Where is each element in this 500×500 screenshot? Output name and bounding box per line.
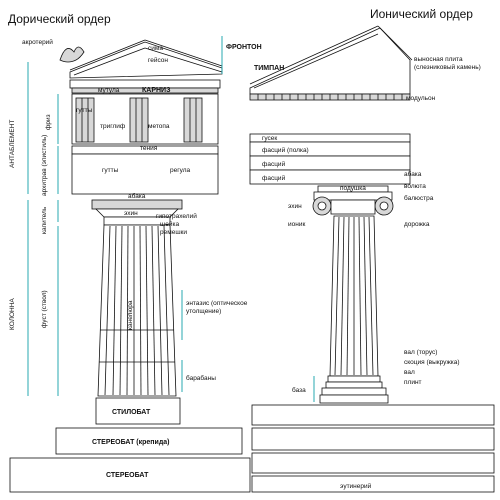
label-skotsiya: скоция (выкружка) [404,359,460,366]
doric-left-brackets [27,62,59,396]
ionic-plinth [319,394,389,404]
label-gipotrakheliy: гипотрахелий [156,212,197,220]
label-fust: фуст (ствол) [41,290,48,328]
label-abaka-ionic: абака [404,170,422,178]
akroterion-ornament [59,46,85,63]
ionic-euthynteria [251,475,495,493]
ionic-step-1 [251,404,495,426]
label-arkhitrav: архитрав (эпистиль) [41,135,48,196]
label-podushka: подушка [340,185,366,192]
ionic-pediment [249,27,411,95]
ionic-step-2 [251,427,495,451]
doric-architrave [71,153,219,195]
doric-flutes [104,225,170,396]
label-mutula: мутула [98,87,120,94]
label-stereobat-krepida: СТЕРЕОБАТ (крепида) [92,439,170,446]
label-ekhin-doric: эхин [124,210,138,217]
label-modulon: модульон [406,95,436,102]
doric-krepidoma [55,427,243,455]
doric-stereobate [9,457,251,493]
label-kapitel: капитель [41,206,48,234]
label-fronton: ФРОНТОН [226,44,262,51]
doric-abacus [91,199,183,210]
ionic-flutes [334,216,374,376]
ionic-cushion [313,191,393,201]
label-vynosnaya-plita: выносная плита (слезниковый камень) [414,56,481,71]
label-ekhin-ionic: эхин [288,203,302,210]
label-triglif: триглиф [100,123,126,130]
label-fastsiy-2: фасций [262,174,286,182]
label-teniya: тения [140,145,158,152]
label-eutineriy: эутинерий [340,482,372,490]
label-fastsiy-1: фасций [262,160,286,168]
ionic-scotia [325,381,383,389]
label-barabany: барабаны [186,374,216,382]
ionic-fascia-3 [249,169,411,185]
label-balyustra: балюстра [404,194,434,202]
label-sima: сима [148,45,163,52]
label-sheyka: шейка [160,220,179,228]
label-abaka-doric: абака [128,192,146,200]
doric-shaft [97,224,177,397]
label-plint: плинт [404,379,422,386]
label-gutty-top: гутты [76,107,93,114]
label-val: вал [404,369,415,376]
label-friz: фриз [45,114,52,130]
ionic-dentils [249,93,411,101]
label-kolonna: КОЛОННА [9,298,16,330]
ionic-echinus [330,199,376,215]
ionic-step-3 [251,452,495,474]
label-kanelyura: канелюра [127,300,134,330]
label-dorozhka: дорожка [404,221,430,228]
ionic-title: Ионический ордер [370,7,473,21]
label-voluta: волюта [404,183,426,190]
doric-stylobate [95,397,181,425]
doric-title: Дорический ордер [8,12,111,26]
label-entazis: энтазис (оптическое утолщение) [186,300,248,315]
label-remeshki: ремешки [160,229,187,236]
label-gusek: гусек [262,135,277,142]
ionic-torus [327,375,381,383]
label-akroteriy: акротерий [22,38,53,46]
label-stilobat: СТИЛОБАТ [112,409,151,416]
ionic-order: ФРОНТОН ТИМПАН выносная плита (слезников… [221,25,495,493]
ionic-lower-torus [321,387,387,396]
label-baza: база [292,386,306,394]
doric-pediment [69,41,223,79]
label-geyson: гейсон [148,56,168,64]
label-timpan: ТИМПАН [254,65,284,72]
label-antablement: АНТАБЛЕМЕНТ [9,120,16,168]
label-gutty: гутты [102,167,119,174]
label-val-torus: вал (торус) [404,349,437,356]
label-regula: регула [170,167,191,174]
label-metopa: метопа [148,123,170,130]
doric-order: АНТАБЛЕМЕНТ КОЛОННА фриз архитрав (эпист… [9,38,251,493]
label-stereobat: СТЕРЕОБАТ [106,472,149,479]
label-ionik: ионик [288,221,305,228]
label-karniz: КАРНИЗ [142,87,171,94]
label-fastsiy-polka: фасций (полка) [262,146,309,154]
triglyphs [75,97,203,143]
